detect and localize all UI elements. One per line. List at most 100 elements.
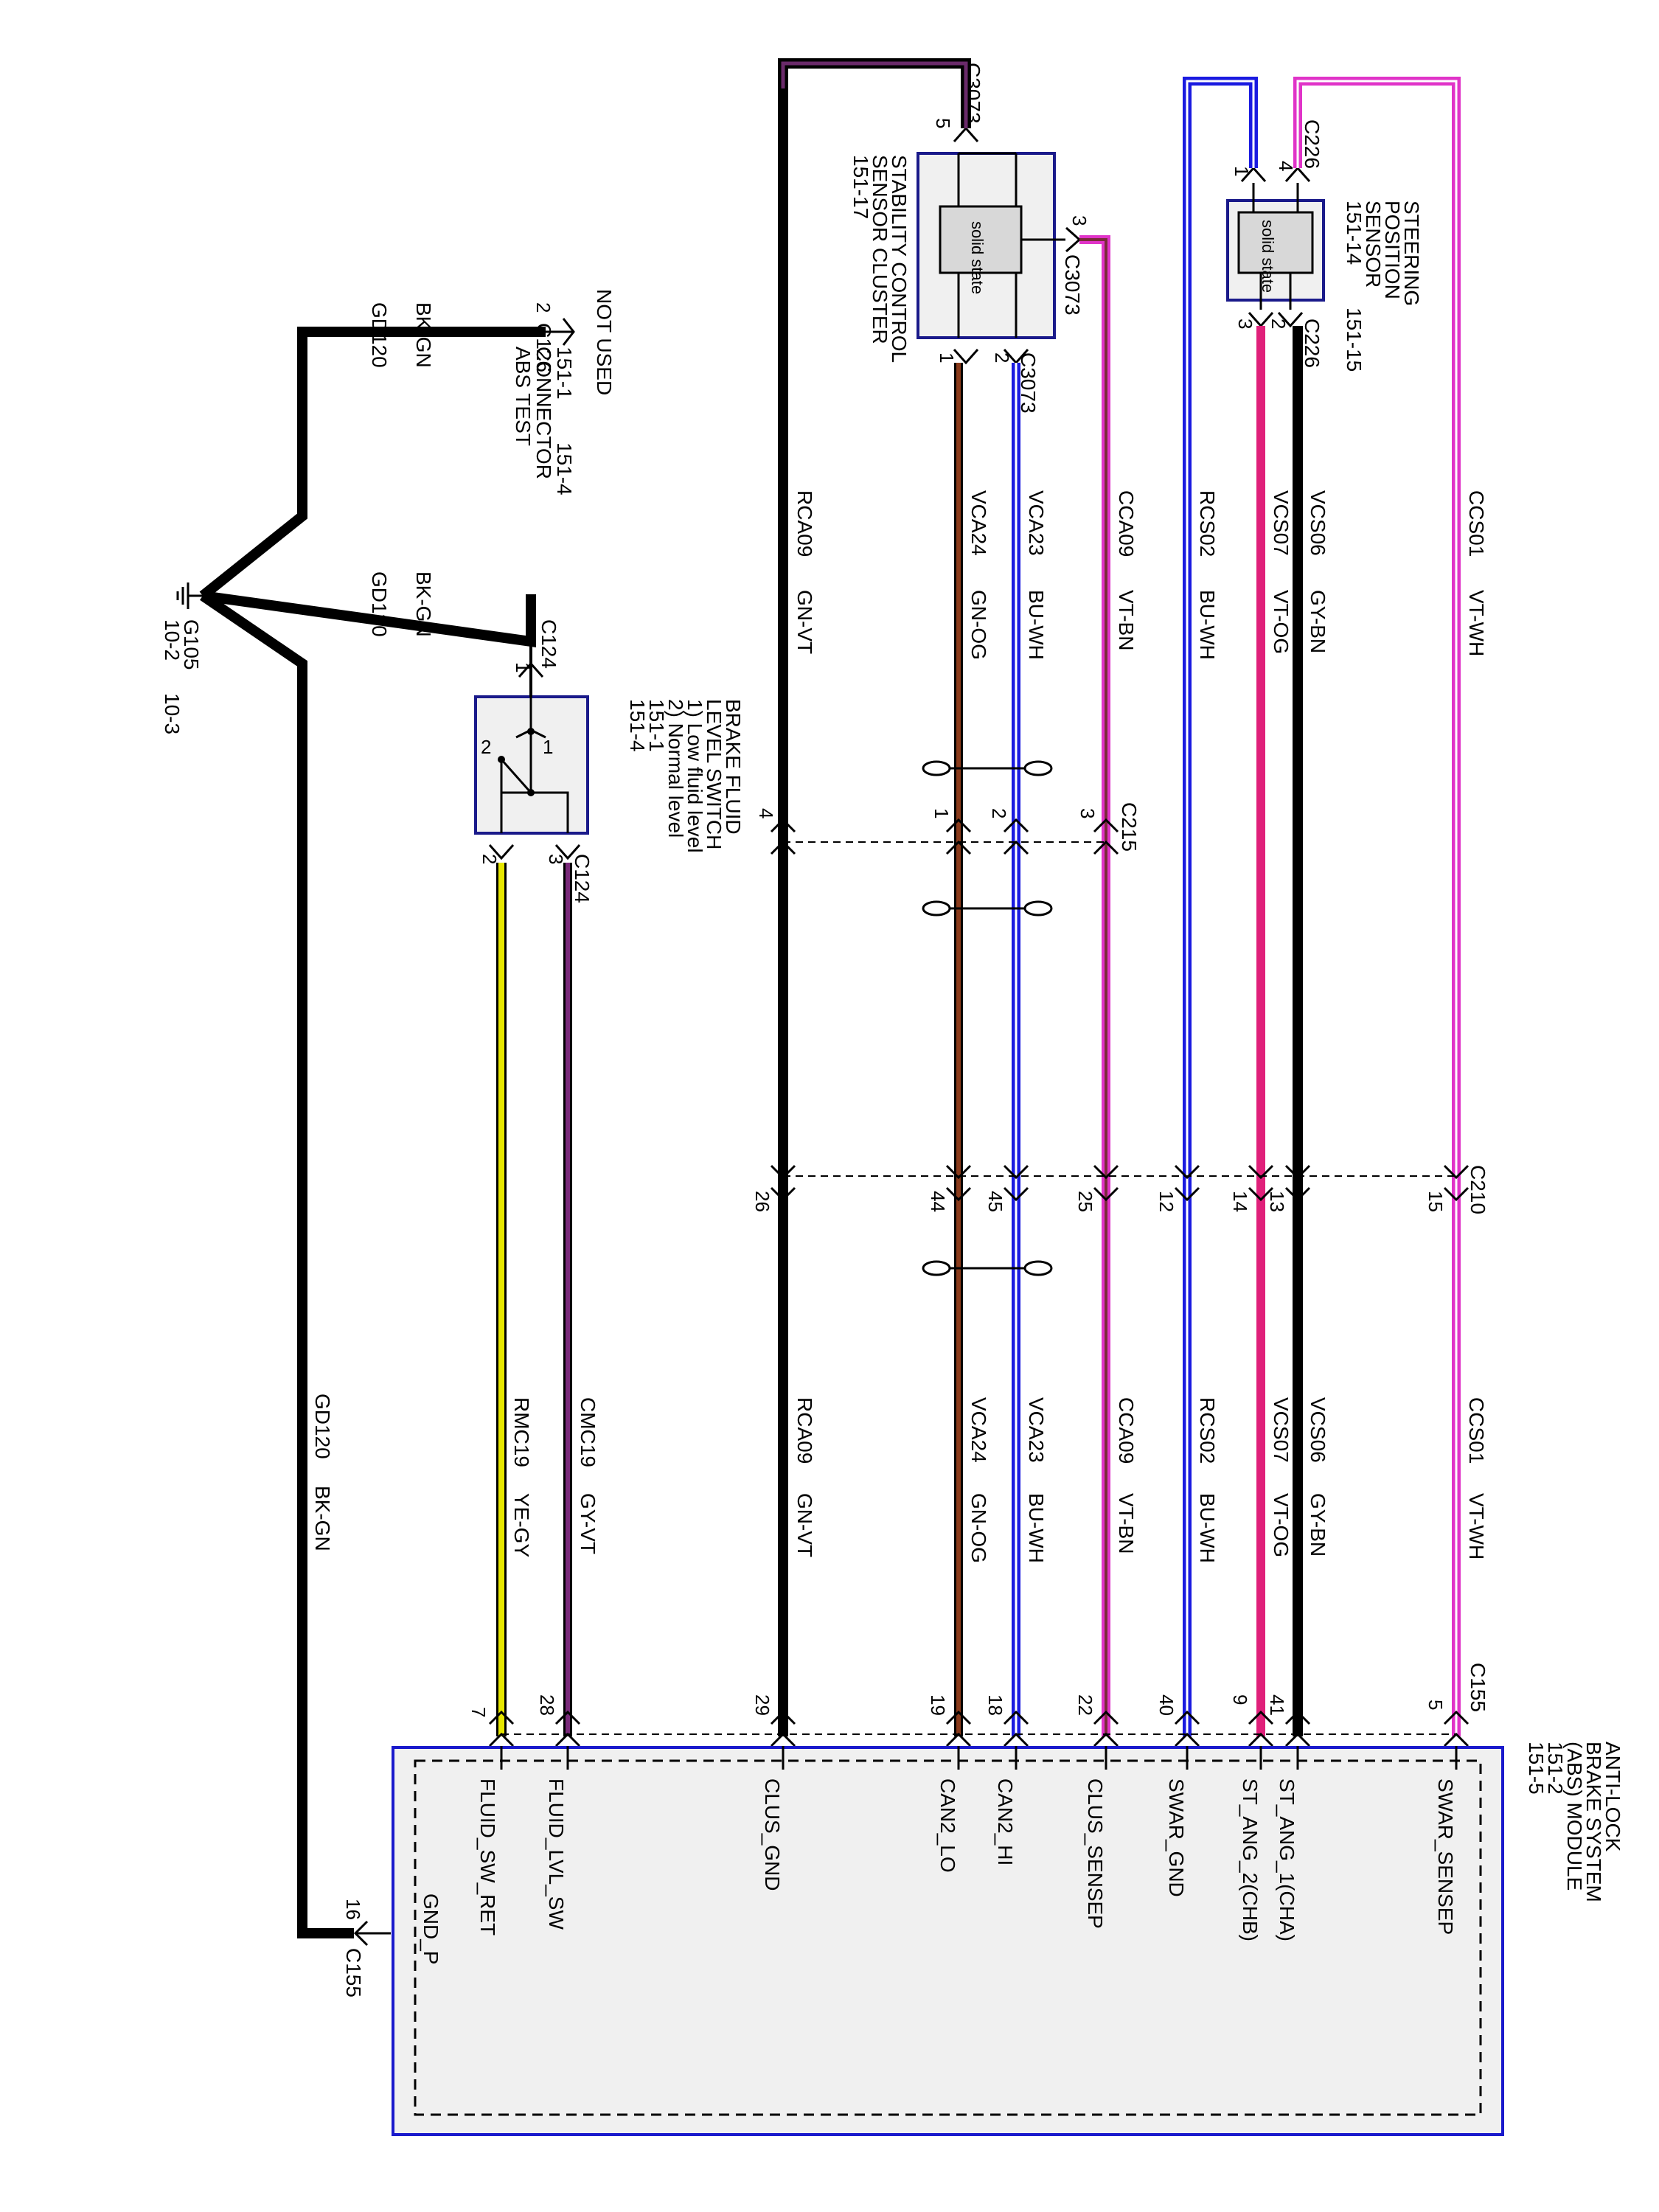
ground-symbol-icon	[176, 582, 203, 609]
upper-vca24-circuit: VCA24	[967, 490, 990, 556]
brake-fluid-line2: LEVEL SWITCH	[703, 699, 726, 849]
c215-pin-2: 2	[988, 808, 1010, 818]
c124-pin-1: 1	[512, 662, 534, 672]
lower-ccs01-circuit: CCS01	[1465, 1397, 1488, 1464]
signal-can2-lo: CAN2_LO	[936, 1778, 959, 1873]
lower-rcs02-color: BU-WH	[1196, 1493, 1219, 1563]
module-line1: ANTI-LOCK	[1601, 1742, 1624, 1852]
stability-pin-2: 2	[991, 352, 1013, 363]
c155-pin-28: 28	[536, 1694, 558, 1716]
lower-cca09-color: VT-BN	[1115, 1493, 1138, 1554]
upper-vca23-circuit: VCA23	[1025, 490, 1048, 556]
c155-pin-9: 9	[1229, 1694, 1251, 1705]
lower-rca09-color: GN-VT	[793, 1493, 816, 1557]
c210-pin-26: 26	[751, 1191, 773, 1212]
c210-pin-44: 44	[927, 1191, 949, 1212]
upper-vcs06-color: GY-BN	[1307, 590, 1329, 653]
c210-pin-45: 45	[984, 1191, 1006, 1212]
brake-fluid-line4: 2) Normal level	[664, 699, 687, 838]
c215-connector	[770, 818, 1119, 855]
c210-pin-25: 25	[1074, 1191, 1096, 1212]
wire-rca09	[778, 58, 971, 1736]
c155-pin-29: 29	[751, 1694, 773, 1716]
upper-rcs02-color: BU-WH	[1196, 590, 1219, 660]
c126-pin: 2	[532, 302, 554, 313]
c155-name: C155	[1467, 1663, 1489, 1712]
lower-cca09-circuit: CCA09	[1115, 1397, 1138, 1464]
c155-pin-19: 19	[927, 1694, 949, 1716]
module-ref1: 151-2	[1544, 1742, 1567, 1795]
steering-bottom-connector: C226	[1301, 319, 1324, 368]
c215-name: C215	[1118, 802, 1141, 852]
upper-vcs07-circuit: VCS07	[1270, 490, 1293, 556]
c210-connector	[770, 1164, 1470, 1202]
c155-ground-connector-icon	[353, 1920, 391, 1947]
c126-line1: ABS TEST	[512, 347, 535, 446]
steering-ref2: 151-15	[1343, 307, 1366, 372]
stability-line2: SENSOR CLUSTER	[869, 155, 891, 344]
c155-ground-pin: 16	[342, 1899, 364, 1920]
brake-fluid-switch: 1 2	[474, 641, 589, 835]
signal-clus-sensep: CLUS_SENSEP	[1084, 1778, 1107, 1929]
c155-pin-7: 7	[467, 1707, 490, 1717]
lower-vcs07-circuit: VCS07	[1270, 1397, 1293, 1463]
c210-pin-14: 14	[1229, 1191, 1251, 1212]
ground-ref1: 10-2	[161, 619, 184, 661]
signal-can2-hi: CAN2_HI	[994, 1778, 1017, 1865]
ground-mid-circuit: GD120	[368, 571, 391, 637]
steering-top-connector: C226	[1301, 119, 1324, 169]
c155-pin-22: 22	[1074, 1694, 1096, 1716]
steering-line2: POSITION	[1381, 201, 1404, 299]
signal-clus-gnd: CLUS_GND	[761, 1778, 784, 1891]
switch-pos-1: 1	[543, 736, 553, 758]
steering-position-sensor	[1226, 183, 1325, 310]
upper-rcs02-circuit: RCS02	[1196, 490, 1219, 557]
signal-st-ang-1: ST_ANG_1(CHA)	[1276, 1778, 1298, 1941]
upper-vcs07-color: VT-OG	[1270, 590, 1293, 654]
upper-ccs01-circuit: CCS01	[1465, 490, 1488, 557]
brake-fluid-line3: 1) Low fluid level	[684, 699, 706, 853]
c155-pin-18: 18	[984, 1694, 1006, 1716]
ground-top-circuit: GD120	[368, 302, 391, 368]
c124-connector-icon	[488, 661, 581, 860]
upper-ccs01-color: VT-WH	[1465, 590, 1488, 656]
ground-bottom-color: BK-GN	[311, 1486, 334, 1551]
stability-sensor-cluster	[917, 152, 1065, 339]
c155-connector	[488, 1710, 1470, 1747]
lower-cmc19-color: GY-VT	[577, 1493, 599, 1554]
c126-name: C126	[532, 323, 555, 372]
lower-vcs06-color: GY-BN	[1307, 1493, 1329, 1557]
abs-module	[392, 1746, 1504, 2136]
module-ref2: 151-5	[1525, 1742, 1548, 1795]
lower-ccs01-color: VT-WH	[1465, 1493, 1488, 1559]
stability-pin-3: 3	[1068, 215, 1091, 226]
lower-rmc19-color: YE-GY	[510, 1493, 533, 1557]
wire-rcs02	[1183, 77, 1258, 1736]
lower-vca24-color: GN-OG	[967, 1493, 990, 1563]
c155-pin-5: 5	[1425, 1700, 1447, 1710]
c124-bottom-name: C124	[571, 854, 594, 903]
upper-rca09-color: GN-VT	[793, 590, 816, 654]
stability-chip-label: solid state	[968, 221, 987, 294]
c126-ref1: 151-1	[553, 347, 576, 400]
steering-pin-4: 4	[1275, 161, 1297, 171]
c124-pin-3: 3	[545, 854, 567, 864]
c126-line2: CONNECTOR	[532, 347, 555, 479]
stability-bottom-connector: C3073	[1017, 352, 1040, 414]
brake-fluid-ref1: 151-1	[645, 699, 668, 752]
c210-name: C210	[1467, 1165, 1489, 1214]
wire-cca09	[1079, 235, 1110, 1736]
stability-line1: STABILITY CONTROL	[888, 155, 911, 363]
steering-pin-2: 2	[1267, 319, 1290, 329]
c124-pin-2: 2	[479, 854, 501, 864]
upper-rca09-circuit: RCA09	[793, 490, 816, 557]
lower-cmc19-circuit: CMC19	[577, 1397, 599, 1467]
lower-rcs02-circuit: RCS02	[1196, 1397, 1219, 1464]
stability-pin-5: 5	[932, 118, 954, 128]
stability-ref: 151-17	[849, 155, 872, 219]
upper-cca09-color: VT-BN	[1115, 590, 1138, 650]
signal-st-ang-2: ST_ANG_2(CHB)	[1239, 1778, 1262, 1941]
c215-pin-4: 4	[755, 808, 777, 818]
c210-pin-15: 15	[1425, 1191, 1447, 1212]
